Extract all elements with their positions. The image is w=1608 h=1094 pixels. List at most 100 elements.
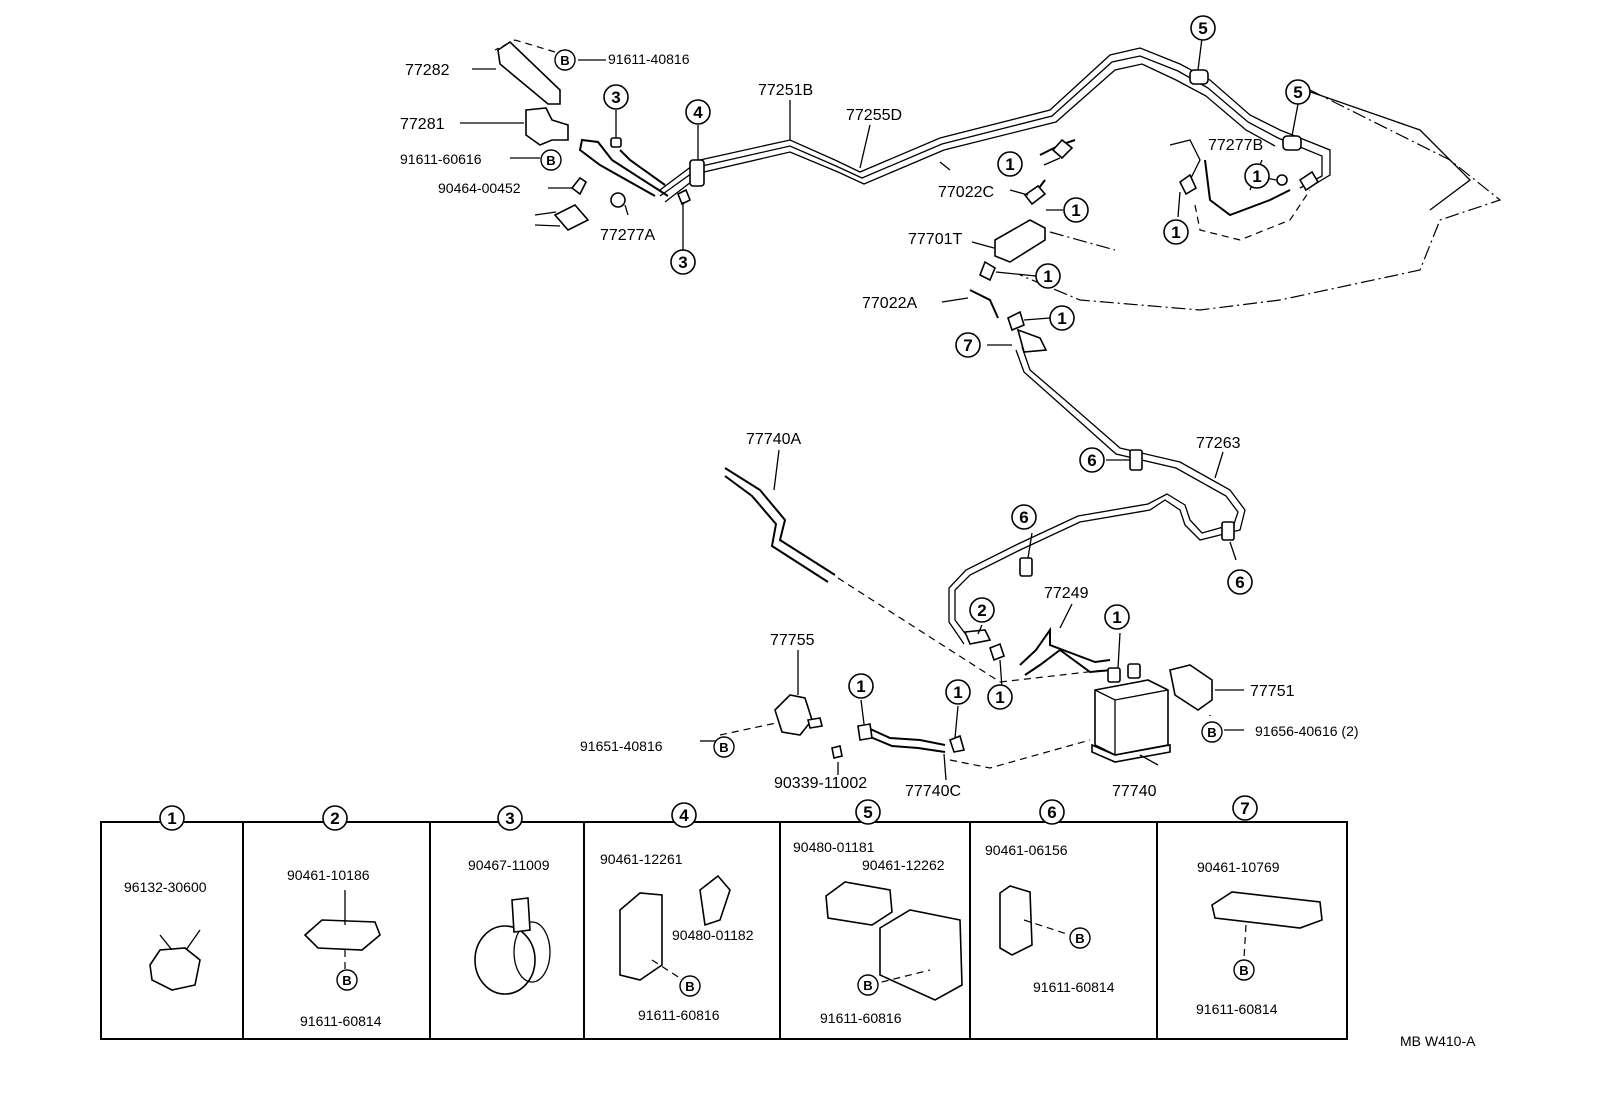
b-mark-91651-40816: B <box>713 736 735 758</box>
label-77255D: 77255D <box>846 107 902 124</box>
b-mark-91611-60616: B <box>540 149 562 171</box>
svg-text:B: B <box>863 978 872 993</box>
callout-1-c: 1 <box>1035 263 1061 289</box>
b-mark-91656-40616: B <box>1201 721 1223 743</box>
callout-4: 4 <box>685 99 711 125</box>
legend-4-part-a: 90461-12261 <box>600 851 683 867</box>
legend-header-5: 5 <box>855 799 881 825</box>
legend-5-b-mark: B <box>857 974 879 996</box>
svg-text:5: 5 <box>1293 83 1302 102</box>
callout-6-c: 6 <box>1227 569 1253 595</box>
legend-6-part-b: 91611-60814 <box>1033 979 1115 995</box>
svg-text:1: 1 <box>1171 223 1180 242</box>
label-90339-11002: 90339-11002 <box>774 775 867 792</box>
svg-text:1: 1 <box>1057 309 1066 328</box>
svg-text:1: 1 <box>1005 155 1014 174</box>
svg-text:B: B <box>685 979 694 994</box>
legend-4-part-b: 90480-01182 <box>672 927 754 943</box>
part-labels: 77282 77281 91611-40816 91611-60616 9046… <box>400 51 1476 1049</box>
label-77751: 77751 <box>1250 683 1295 700</box>
legend-header-1: 1 <box>159 805 185 831</box>
label-91656-40616: 91656-40616 (2) <box>1255 723 1359 739</box>
callout-6-a: 6 <box>1079 447 1105 473</box>
svg-text:1: 1 <box>1043 267 1052 286</box>
callout-5-b: 5 <box>1285 79 1311 105</box>
label-77281: 77281 <box>400 116 445 133</box>
callout-1-i: 1 <box>848 673 874 699</box>
label-91611-60616: 91611-60616 <box>400 151 482 167</box>
clip-shape-5 <box>825 881 893 926</box>
callout-1-h: 1 <box>987 684 1013 710</box>
callout-1-f: 1 <box>1163 219 1189 245</box>
label-77251B: 77251B <box>758 82 813 99</box>
svg-text:B: B <box>546 153 555 168</box>
svg-text:6: 6 <box>1087 451 1096 470</box>
svg-text:B: B <box>1075 931 1084 946</box>
legend-7-part-b: 91611-60814 <box>1196 1001 1278 1017</box>
svg-text:1: 1 <box>856 677 865 696</box>
label-77755: 77755 <box>770 632 815 649</box>
svg-text:B: B <box>1207 725 1216 740</box>
svg-text:2: 2 <box>977 601 986 620</box>
clamp-shape-4 <box>619 892 663 981</box>
part-shapes <box>497 40 1320 763</box>
label-77022C: 77022C <box>938 184 994 201</box>
legend-4-b-mark: B <box>679 975 701 997</box>
label-77277A: 77277A <box>600 227 655 244</box>
svg-text:6: 6 <box>1019 508 1028 527</box>
callout-1-e: 1 <box>1244 163 1270 189</box>
legend-5-part-a: 90480-01181 <box>793 839 875 855</box>
svg-text:B: B <box>1239 963 1248 978</box>
legend-5-part-c: 91611-60816 <box>820 1010 902 1026</box>
callout-1-b: 1 <box>1063 197 1089 223</box>
legend-4-part-c: 91611-60816 <box>638 1007 720 1023</box>
callouts: 3 3 4 5 5 1 1 1 1 1 1 7 6 6 6 2 1 1 1 1 <box>603 15 1311 710</box>
b-marks: B B B B <box>540 49 1223 758</box>
label-77263: 77263 <box>1196 435 1241 452</box>
svg-text:1: 1 <box>953 683 962 702</box>
legend-1-part-a: 96132-30600 <box>124 879 207 895</box>
svg-text:B: B <box>560 53 569 68</box>
clamp-shape-3 <box>474 925 536 995</box>
clamp-shape-2 <box>303 919 381 951</box>
label-91651-40816: 91651-40816 <box>580 738 663 754</box>
svg-text:6: 6 <box>1047 803 1056 822</box>
svg-text:7: 7 <box>1240 799 1249 818</box>
svg-text:3: 3 <box>505 809 514 828</box>
legend-table: 1 2 3 4 5 6 7 96132-30600 90461-10186 B … <box>100 795 1348 1040</box>
label-77701T: 77701T <box>908 231 962 248</box>
legend-2-b-mark: B <box>336 969 358 991</box>
svg-text:5: 5 <box>1198 19 1207 38</box>
label-77740: 77740 <box>1112 783 1157 800</box>
label-77022A: 77022A <box>862 295 917 312</box>
legend-3-part-a: 90467-11009 <box>468 857 550 873</box>
legend-header-6: 6 <box>1039 799 1065 825</box>
legend-header-7: 7 <box>1232 795 1258 821</box>
diagram-code: MB W410-A <box>1400 1033 1476 1049</box>
callout-6-b: 6 <box>1011 504 1037 530</box>
legend-6-part-a: 90461-06156 <box>985 842 1068 858</box>
legend-7-part-a: 90461-10769 <box>1197 859 1280 875</box>
svg-text:1: 1 <box>1252 167 1261 186</box>
label-77740A: 77740A <box>746 431 801 448</box>
b-mark-91611-40816: B <box>554 49 576 71</box>
svg-text:1: 1 <box>167 809 176 828</box>
svg-text:5: 5 <box>863 803 872 822</box>
svg-text:1: 1 <box>995 688 1004 707</box>
svg-text:2: 2 <box>330 809 339 828</box>
legend-2-part-a: 90461-10186 <box>287 867 370 883</box>
legend-header-2: 2 <box>322 805 348 831</box>
callout-1-a: 1 <box>997 151 1023 177</box>
callout-2: 2 <box>969 597 995 623</box>
label-77740C: 77740C <box>905 783 961 800</box>
svg-text:1: 1 <box>1071 201 1080 220</box>
callout-5-a: 5 <box>1190 15 1216 41</box>
svg-text:B: B <box>342 973 351 988</box>
callout-1-d: 1 <box>1049 305 1075 331</box>
legend-2-part-b: 91611-60814 <box>300 1013 382 1029</box>
svg-text:1: 1 <box>1112 608 1121 627</box>
clamp-shape-7 <box>1211 891 1323 929</box>
label-77277B: 77277B <box>1208 137 1263 154</box>
legend-header-4: 4 <box>671 802 697 828</box>
